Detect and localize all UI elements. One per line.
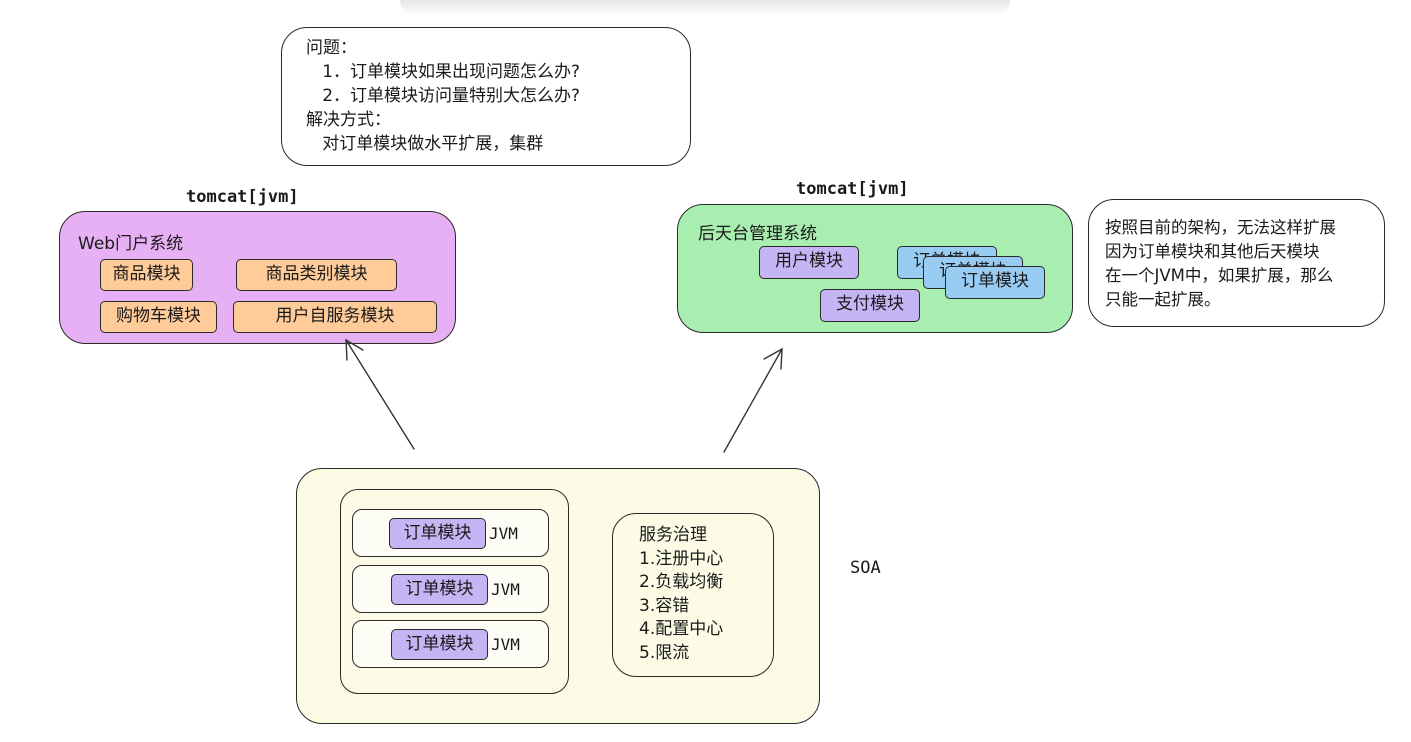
scale-note-line: 按照目前的架构，无法这样扩展 — [1105, 218, 1336, 237]
problem-note-line: 对订单模块做水平扩展，集群 — [306, 134, 544, 154]
module-product: 商品模块 — [100, 259, 193, 291]
module-cart: 购物车模块 — [100, 301, 217, 333]
jvm-label: JVM — [491, 580, 520, 599]
web-system-title: Web门户系统 — [78, 234, 184, 254]
web-system-tag: tomcat[jvm] — [186, 187, 299, 207]
admin-system: 后天台管理系统 用户模块 支付模块 订单模块 订单模块 订单模块 — [677, 204, 1073, 333]
module-order-stacked: 订单模块 — [945, 266, 1045, 299]
arrow-head — [763, 347, 783, 370]
module-user-self-service: 用户自服务模块 — [233, 301, 437, 333]
order-module: 订单模块 — [391, 629, 488, 660]
governance-title: 服务治理 — [639, 525, 707, 545]
soa-container: 订单模块 JVM 订单模块 JVM 订单模块 JVM 服务治理 1.注册中心 2… — [296, 468, 820, 724]
problem-note-line: 2．订单模块访问量特别大怎么办? — [306, 86, 581, 106]
order-instance: 订单模块 JVM — [352, 509, 549, 557]
problem-note-line: 1．订单模块如果出现问题怎么办? — [306, 62, 581, 82]
order-instance: 订单模块 JVM — [352, 620, 549, 668]
scale-note: 按照目前的架构，无法这样扩展 因为订单模块和其他后天模块 在一个JVM中，如果扩… — [1088, 199, 1385, 327]
order-module: 订单模块 — [389, 518, 486, 549]
scale-note-line: 在一个JVM中，如果扩展，那么 — [1105, 266, 1334, 285]
scale-note-line: 只能一起扩展。 — [1105, 290, 1221, 309]
governance-item: 1.注册中心 — [639, 548, 724, 569]
scale-note-line: 因为订单模块和其他后天模块 — [1105, 242, 1320, 261]
governance-item: 3.容错 — [639, 595, 690, 616]
module-user: 用户模块 — [759, 246, 859, 279]
service-governance: 服务治理 1.注册中心 2.负载均衡 3.容错 4.配置中心 5.限流 — [612, 513, 774, 677]
module-product-category: 商品类别模块 — [236, 259, 397, 291]
web-system: Web门户系统 商品模块 商品类别模块 购物车模块 用户自服务模块 — [59, 211, 456, 344]
problem-note: 问题： 1．订单模块如果出现问题怎么办? 2．订单模块访问量特别大怎么办? 解决… — [281, 27, 691, 166]
governance-item: 4.配置中心 — [639, 619, 724, 639]
soa-label: SOA — [850, 558, 881, 578]
order-module: 订单模块 — [391, 574, 488, 605]
order-instance: 订单模块 JVM — [352, 565, 549, 613]
governance-item: 2.负载均衡 — [639, 572, 724, 592]
governance-item: 5.限流 — [639, 642, 690, 663]
admin-system-tag: tomcat[jvm] — [796, 179, 909, 199]
top-shadow — [400, 0, 1010, 16]
module-payment: 支付模块 — [820, 289, 920, 322]
jvm-label: JVM — [489, 524, 518, 543]
arrow-to-web-system — [345, 339, 415, 450]
problem-note-line: 解决方式： — [306, 110, 391, 130]
arrow-to-admin-system — [723, 348, 783, 453]
order-cluster: 订单模块 JVM 订单模块 JVM 订单模块 JVM — [340, 489, 569, 694]
admin-system-title: 后天台管理系统 — [698, 224, 817, 244]
jvm-label: JVM — [491, 635, 520, 654]
problem-note-line: 问题： — [306, 38, 357, 58]
